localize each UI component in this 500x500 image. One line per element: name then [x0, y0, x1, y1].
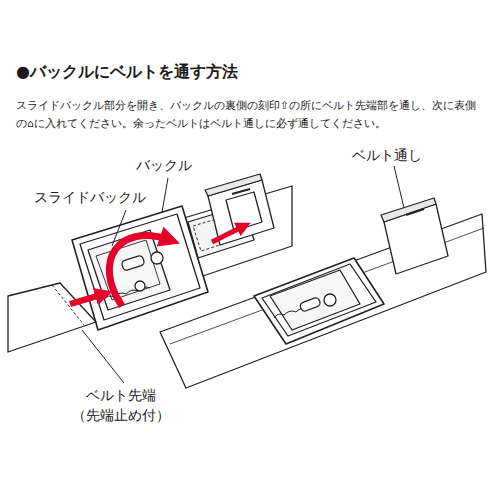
belt-tip: [8, 283, 96, 352]
belt-loop-window: [226, 192, 262, 231]
loop-logo: [232, 189, 250, 194]
thread-arrow: [109, 236, 170, 306]
leader-line: [394, 166, 404, 208]
part-label: ベルト通し: [352, 146, 422, 164]
part-label: ベルト先端 （先端止め付）: [56, 386, 186, 425]
leader-line: [112, 210, 126, 246]
insert-arrow: [70, 294, 104, 304]
buckle-frame-inner: [80, 214, 200, 320]
part-label: バックル: [136, 156, 192, 174]
through-arrow: [212, 226, 244, 242]
instruction-note: スライドバックル部分を開き、バックルの裏側の刻印⇧の所にベルト先端部を通し、次に…: [16, 96, 486, 132]
diagram-title: ●バックルにベルトを通す方法: [16, 62, 238, 83]
slide-buckle: [270, 270, 360, 330]
leader-line: [162, 178, 168, 212]
leader-line: [82, 330, 124, 383]
buckle-frame: [254, 258, 384, 344]
part-label: スライドバックル: [34, 188, 146, 206]
buckle-frame: [72, 206, 208, 330]
